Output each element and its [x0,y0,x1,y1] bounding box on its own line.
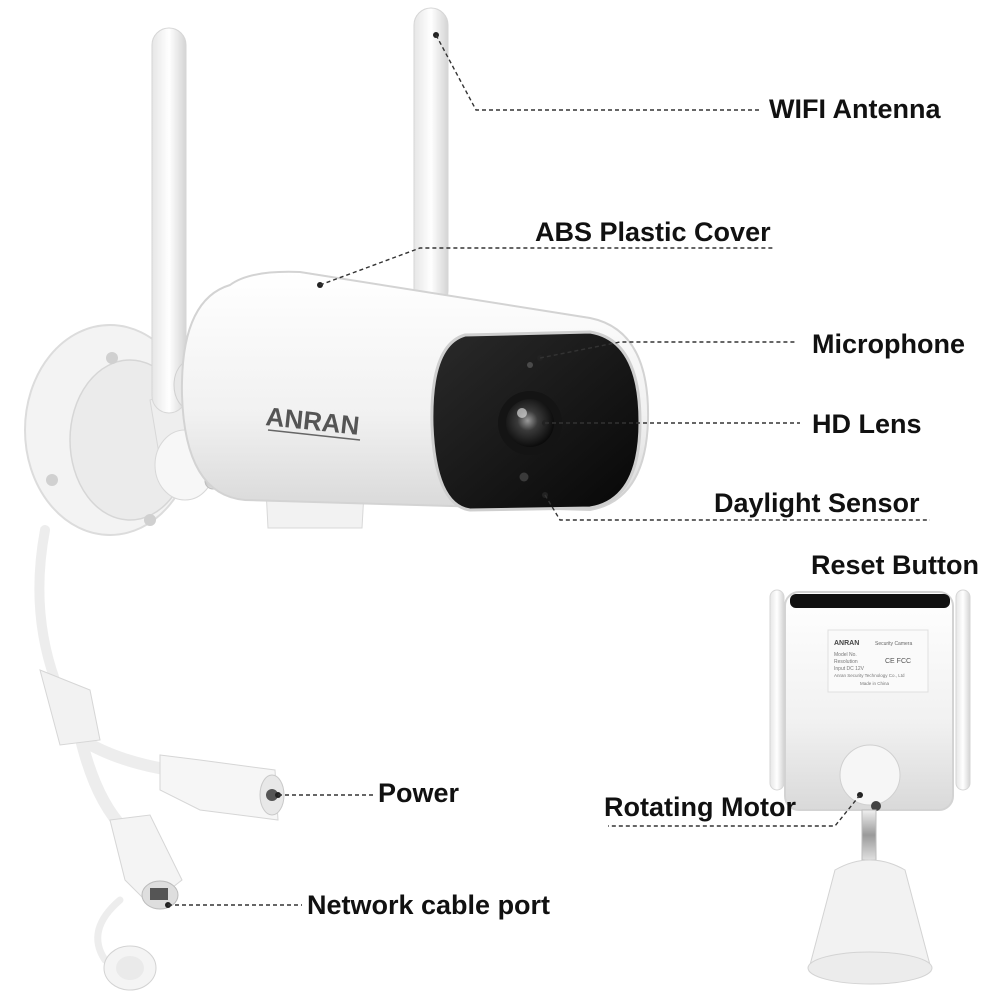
cable-splitter [39,669,101,746]
leader-lines [165,32,930,908]
rear-sticker-line: CE FCC [885,658,911,665]
label-rotating-motor: Rotating Motor [604,792,796,822]
antenna-right [413,7,449,309]
label-hd-lens: HD Lens [812,409,922,439]
rear-sticker-line: Made in China [860,681,890,686]
label-abs-plastic-cover: ABS Plastic Cover [535,217,771,247]
rear-logo: ANRAN [834,640,859,647]
label-daylight-sensor: Daylight Sensor [714,488,920,518]
microphone-hole [527,362,533,368]
label-wifi-antenna: WIFI Antenna [769,94,941,124]
rear-sticker-line: Input DC 12V [834,666,865,672]
rear-sticker-line: Security Camera [875,641,912,647]
rear-sticker-line: Resolution [834,659,858,665]
reset-button-dot [871,801,881,811]
label-reset-button: Reset Button [811,550,979,580]
network-connector [109,814,183,910]
label-microphone: Microphone [812,329,965,359]
label-power: Power [378,778,460,808]
label-network-cable-port: Network cable port [307,890,551,920]
daylight-sensor-dot [519,472,529,482]
power-connector [159,754,285,821]
rear-view-camera: ANRAN Security Camera Model No. Resoluti… [769,589,971,985]
dust-cap [103,945,157,991]
rear-sticker-line: Model No. [834,652,857,658]
rear-sticker-line: Anran Security Technology Co., Ltd [834,673,905,678]
camera-body [180,270,650,512]
